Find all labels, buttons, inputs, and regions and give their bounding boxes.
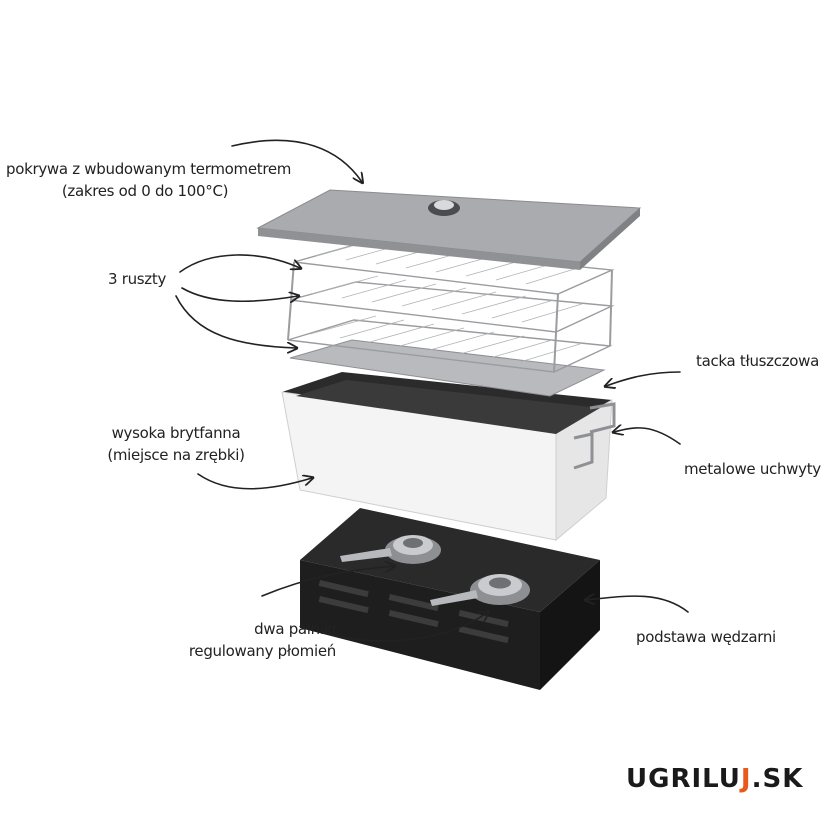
drip-tray [289, 339, 606, 397]
label-lid-line2: (zakres od 0 do 100°C) [61, 182, 229, 200]
roaster-pan [281, 372, 613, 542]
label-roaster-line1: wysoka brytfanna [111, 424, 241, 442]
burner-left [340, 535, 441, 564]
arrow-racks-3 [175, 295, 296, 348]
logo-suffix: .SK [751, 764, 804, 794]
arrow-lid [231, 139, 362, 182]
metal-handles [573, 402, 616, 470]
label-lid-line1: pokrywa z wbudowanym termometrem [6, 160, 292, 178]
arrow-racks-1 [179, 254, 300, 273]
arrow-roaster [197, 473, 312, 490]
logo-flame-letter: J [740, 764, 752, 794]
arrow-base [586, 596, 689, 613]
arrow-burner-right [321, 612, 488, 642]
burner-right [430, 574, 530, 606]
label-roaster: wysoka brytfanna (miejsce na zrębki) [96, 422, 256, 466]
logo-prefix: UGRILU [626, 764, 741, 794]
arrow-racks-2 [181, 287, 298, 301]
arrow-drip-tray [606, 371, 681, 386]
label-burners-line2: regulowany płomień [188, 642, 336, 660]
arrow-handles [614, 428, 681, 445]
brand-logo: UGRILUJ.SK [626, 764, 803, 794]
label-drip-tray: tacka tłuszczowa [696, 352, 820, 370]
label-burners-line1: dwa palniki [254, 620, 336, 638]
label-lid: pokrywa z wbudowanym termometrem (zakres… [6, 158, 292, 202]
smoker-lid [256, 189, 642, 270]
label-base: podstawa wędzarni [636, 628, 776, 646]
label-roaster-line2: (miejsce na zrębki) [107, 446, 245, 464]
label-burners: dwa palniki regulowany płomień [160, 618, 336, 662]
arrow-burner-left [261, 566, 394, 597]
label-racks: 3 ruszty [108, 270, 167, 288]
thermometer-icon [428, 200, 460, 216]
grill-racks [287, 237, 615, 373]
label-handles: metalowe uchwyty [684, 460, 821, 478]
